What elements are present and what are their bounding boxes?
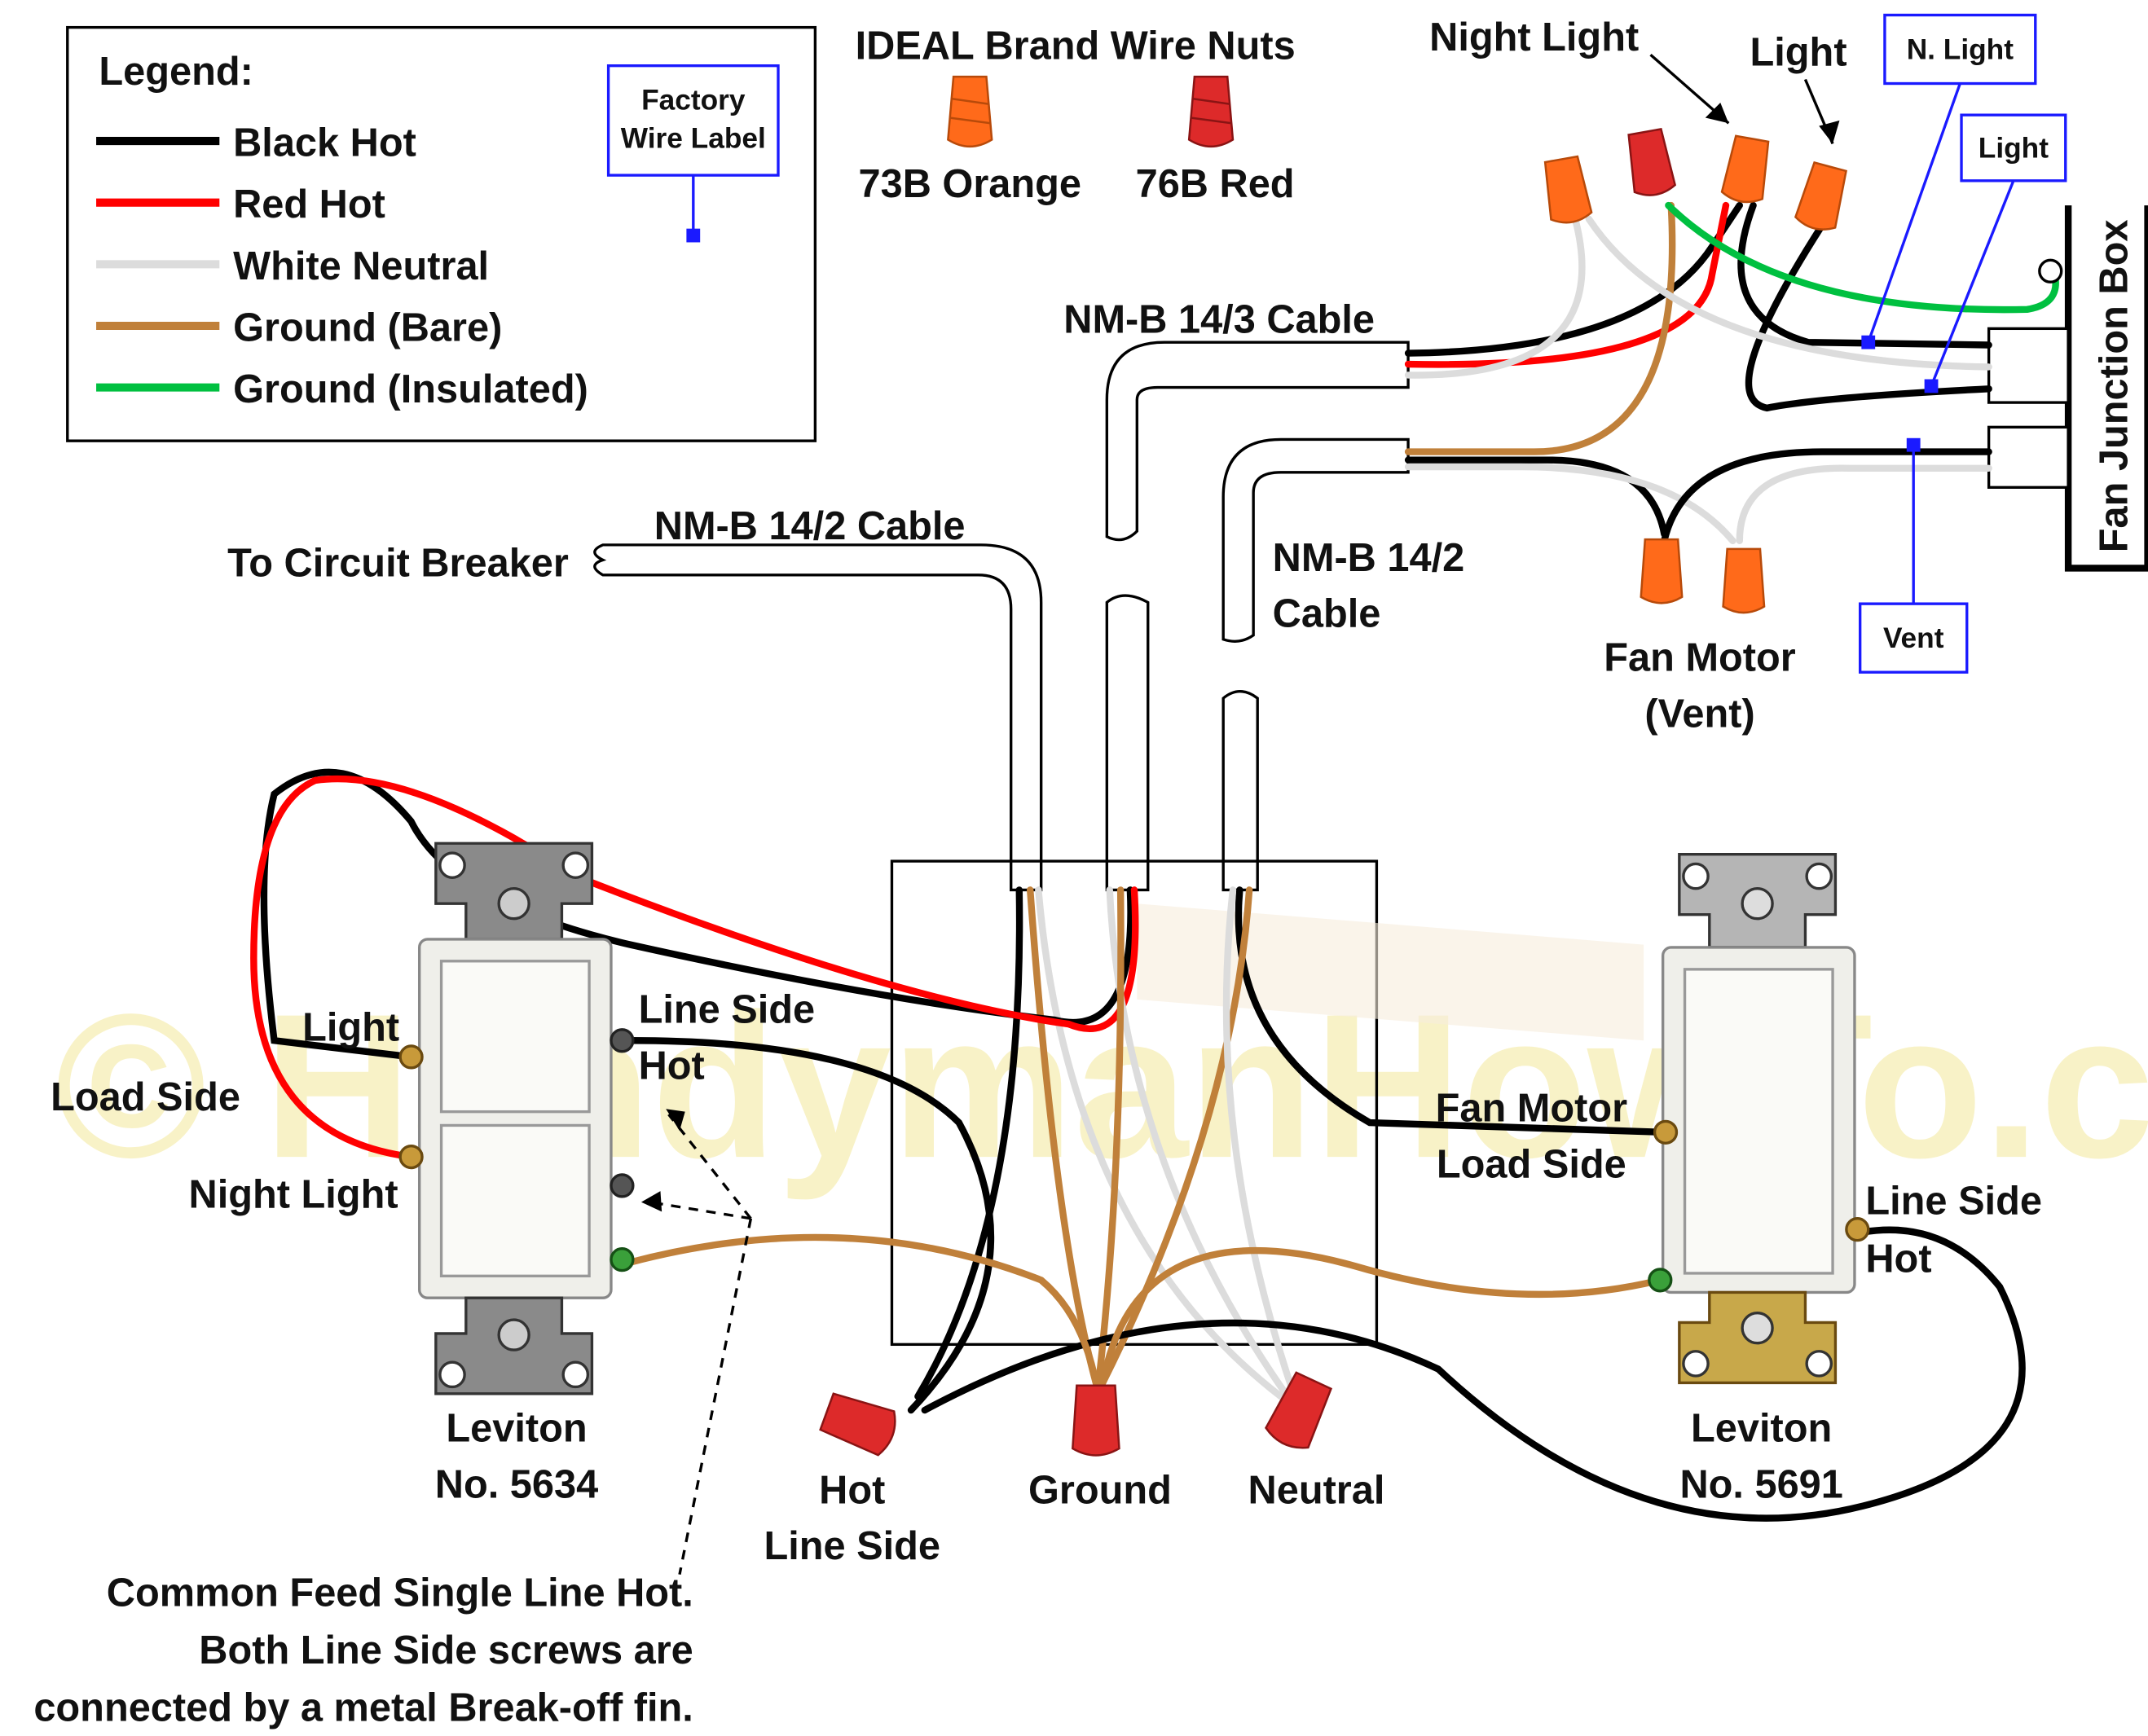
right-switch	[1648, 853, 1870, 1385]
red-wire-nut-icon	[1627, 128, 1677, 196]
fan-motor-label-line1: Fan Motor	[1604, 635, 1795, 679]
night-light-screw-icon	[398, 1144, 424, 1170]
legend-item-red: Red Hot	[233, 182, 385, 226]
red-wire-nut-icon	[1072, 1384, 1120, 1457]
junction-wires	[1404, 201, 2063, 545]
red-wire-nut-icon	[1187, 75, 1235, 148]
right-line-side-line2: Hot	[1865, 1237, 1931, 1281]
orange-wire-nut-icon	[1640, 538, 1684, 604]
factory-label-line1: Factory	[641, 84, 746, 116]
right-line-side-screw-icon	[1845, 1217, 1870, 1242]
line-side-screw-lower-icon	[610, 1173, 635, 1198]
factory-label-line2: Wire Label	[621, 123, 766, 155]
left-light-label: Light	[302, 1005, 399, 1049]
left-line-side-line1: Line Side	[639, 987, 816, 1031]
night-light-label: Night Light	[1429, 15, 1639, 59]
legend-item-white: White Neutral	[233, 244, 489, 288]
fan-load-line2: Load Side	[1437, 1142, 1626, 1186]
top-rocker-button[interactable]	[439, 960, 591, 1114]
fan-connector-lower	[1987, 425, 2070, 489]
factory-label-box	[606, 64, 780, 177]
junction-wire-nuts	[1543, 128, 1847, 614]
light-tag-label: Light	[1979, 132, 2049, 164]
ground-label: Ground	[1028, 1468, 1172, 1512]
neutral-label: Neutral	[1248, 1468, 1385, 1512]
left-model-line1: Leviton	[446, 1407, 587, 1451]
left-line-side-line2: Hot	[639, 1044, 705, 1088]
orange-wire-nut-icon	[1720, 134, 1770, 204]
ground-screw-icon	[610, 1247, 635, 1272]
note-pointers	[649, 1113, 753, 1576]
fan-rocker-button[interactable]	[1683, 968, 1834, 1275]
light-screw-icon	[398, 1044, 424, 1070]
switch-box-wire-nuts	[819, 1371, 1333, 1457]
right-model-line2: No. 5691	[1679, 1463, 1842, 1507]
left-model-line2: No. 5634	[435, 1463, 598, 1507]
hot-label-line1: Hot	[819, 1468, 885, 1512]
n-light-tag-label: N. Light	[1907, 33, 2014, 65]
bottom-rocker-button[interactable]	[439, 1123, 591, 1277]
red-wire-nut-label: 76B Red	[1136, 162, 1295, 206]
orange-wire-nut-icon	[1543, 155, 1593, 224]
red-wire-nut-icon	[1265, 1371, 1333, 1449]
orange-wire-nut-icon	[947, 75, 993, 148]
vent-tag-label: Vent	[1883, 622, 1944, 654]
fan-cable-label-line1: NM-B 14/2	[1273, 536, 1465, 580]
wire-nuts-key: IDEAL Brand Wire Nuts 73B Orange 76B Red	[856, 24, 1296, 206]
fan-connector-upper	[1987, 327, 2070, 404]
left-night-light-label: Night Light	[189, 1172, 398, 1216]
orange-wire-nut-icon	[1722, 547, 1766, 614]
hot-label-line2: Line Side	[764, 1524, 940, 1568]
wire-nuts-title: IDEAL Brand Wire Nuts	[856, 24, 1296, 68]
legend-item-ground-insulated: Ground (Insulated)	[233, 367, 588, 411]
light-label: Light	[1750, 31, 1847, 75]
cable-sheaths	[593, 341, 1410, 892]
load-side-label: Load Side	[51, 1075, 240, 1119]
orange-wire-nut-icon	[1794, 160, 1847, 231]
light-tag: Light	[1924, 113, 2067, 393]
legend: Legend: Black Hot Red Hot White Neutral …	[66, 25, 817, 442]
to-breaker-label: To Circuit Breaker	[227, 542, 569, 586]
right-model-line1: Leviton	[1691, 1407, 1832, 1451]
factory-label-marker	[686, 228, 701, 243]
note-line2: Both Line Side screws are	[199, 1628, 693, 1672]
breaker-cable-label: NM-B 14/2 Cable	[654, 504, 966, 548]
left-switch	[398, 842, 635, 1395]
line-side-screw-icon	[610, 1028, 635, 1053]
vent-tag: Vent	[1858, 437, 1969, 674]
legend-item-black: Black Hot	[233, 121, 416, 165]
light-cable-label: NM-B 14/3 Cable	[1063, 297, 1375, 341]
switch-box-outline	[890, 859, 1379, 1347]
right-ground-screw-icon	[1648, 1268, 1673, 1293]
legend-item-ground-bare: Ground (Bare)	[233, 305, 502, 349]
fan-motor-label-line2: (Vent)	[1644, 692, 1754, 736]
note-line1: Common Feed Single Line Hot.	[107, 1571, 693, 1615]
fan-load-line1: Fan Motor	[1436, 1086, 1627, 1130]
red-wire-nut-icon	[819, 1392, 896, 1457]
fan-cable-label-line2: Cable	[1273, 592, 1381, 636]
legend-title: Legend:	[99, 50, 253, 94]
orange-wire-nut-label: 73B Orange	[859, 162, 1081, 206]
fan-load-screw-icon	[1653, 1119, 1679, 1145]
n-light-tag: N. Light	[1861, 13, 2037, 349]
right-line-side-line1: Line Side	[1865, 1180, 2042, 1224]
note-line3: connected by a metal Break-off fin.	[33, 1686, 693, 1730]
fan-junction-box-title: Fan Junction Box	[2092, 220, 2136, 553]
fan-junction-box: Fan Junction Box	[1987, 205, 2148, 572]
